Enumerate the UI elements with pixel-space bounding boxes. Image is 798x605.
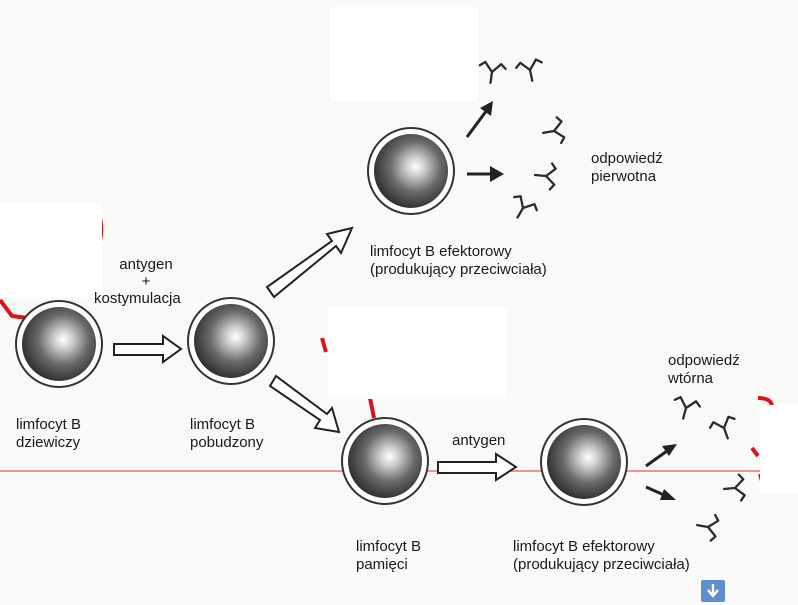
cell-activated [188,298,274,384]
arrow-naive-to-activated [114,336,181,362]
label-antigen-bottom: antygen [452,432,505,450]
label-secondary-response: odpowiedź wtórna [668,352,740,388]
arrow-activated-to-effector [267,228,352,297]
label-effector-bottom: limfocyt B efektorowy (produkujący przec… [513,538,690,574]
red-mark-memory [370,398,374,418]
label-plus: + [104,273,188,291]
cell-memory [342,418,428,504]
label-primary-response: odpowiedź pierwotna [591,150,663,186]
download-arrow-icon [701,580,725,602]
red-mark-mid [322,338,326,352]
antibodies-primary [478,58,566,224]
label-activated: limfocyt B pobudzony [190,416,263,452]
label-naive: limfocyt B dziewiczy [16,416,81,452]
solid-arrow-up-bottom [646,444,677,466]
mask-box-left [0,203,102,297]
cell-effector-top [368,128,454,214]
arrow-memory-to-effector [438,454,516,480]
mask-box-top [330,7,478,101]
mask-box-middle [328,307,507,399]
label-memory: limfocyt B pamięci [356,538,421,574]
solid-arrow-right-top [467,166,504,182]
cell-naive [16,301,102,387]
label-effector-top: limfocyt B efektorowy (produkujący przec… [370,243,547,279]
red-mark-left [0,300,28,318]
solid-arrow-up-top [467,101,493,137]
mask-box-right [760,405,798,493]
cell-effector-bottom [541,419,627,505]
label-antigen-top: antygen [104,256,188,274]
antibodies-secondary [671,396,746,541]
label-costimulation: kostymulacja [94,290,181,308]
solid-arrow-down-bottom [646,487,676,500]
